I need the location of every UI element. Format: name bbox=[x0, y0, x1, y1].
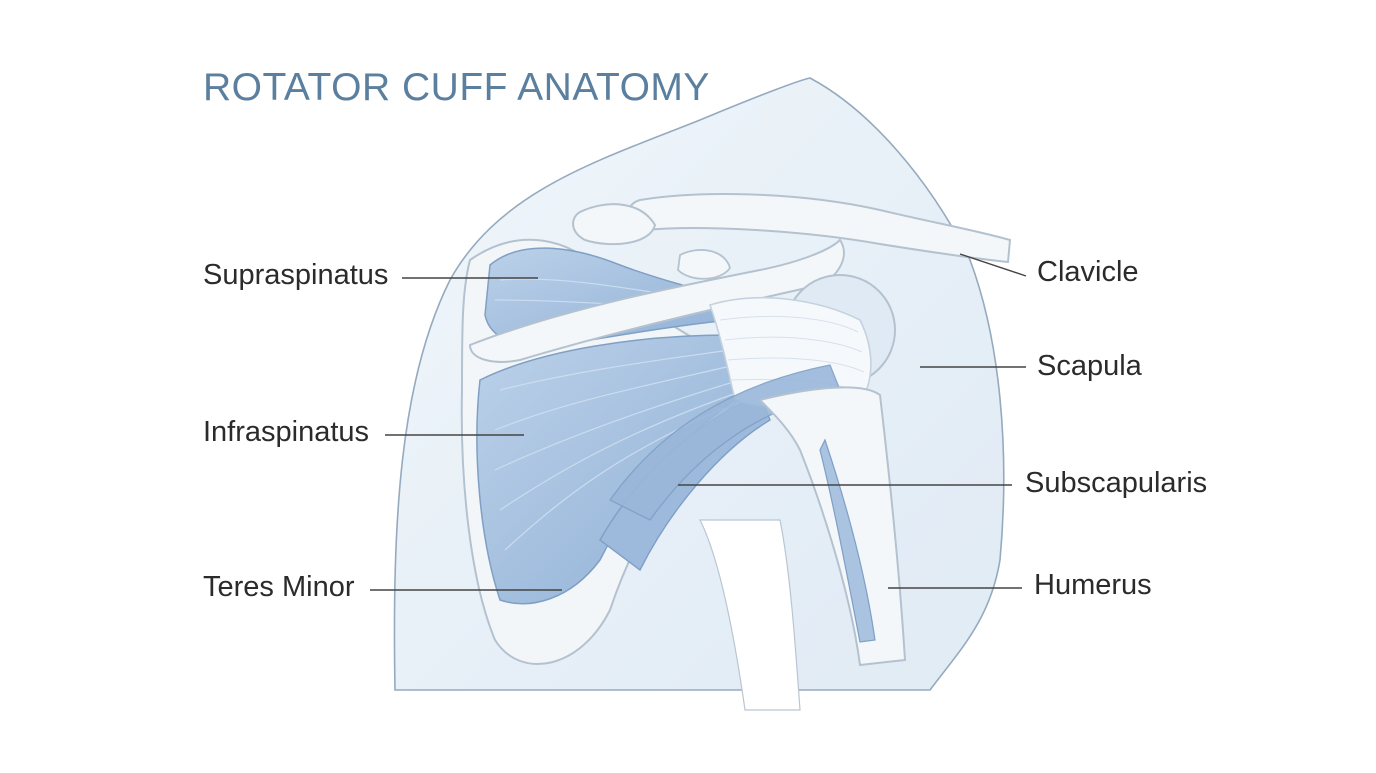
coracoid-process bbox=[677, 249, 731, 280]
acromion-tip bbox=[572, 203, 657, 246]
label-supraspinatus: Supraspinatus bbox=[203, 259, 389, 291]
leader-clavicle bbox=[959, 253, 1027, 277]
scapula-spine bbox=[468, 238, 845, 363]
label-scapula: Scapula bbox=[1037, 350, 1142, 382]
diagram-title: ROTATOR CUFF ANATOMY bbox=[203, 66, 710, 109]
biceps-tendon bbox=[819, 438, 876, 643]
torso-gap bbox=[699, 519, 801, 711]
humerus-bone bbox=[758, 386, 907, 667]
label-teres-minor: Teres Minor bbox=[203, 571, 355, 603]
label-subscapularis: Subscapularis bbox=[1025, 467, 1208, 499]
leader-lines bbox=[370, 253, 1027, 591]
label-clavicle: Clavicle bbox=[1037, 256, 1139, 288]
label-humerus: Humerus bbox=[1034, 569, 1152, 601]
label-infraspinatus: Infraspinatus bbox=[203, 416, 370, 448]
